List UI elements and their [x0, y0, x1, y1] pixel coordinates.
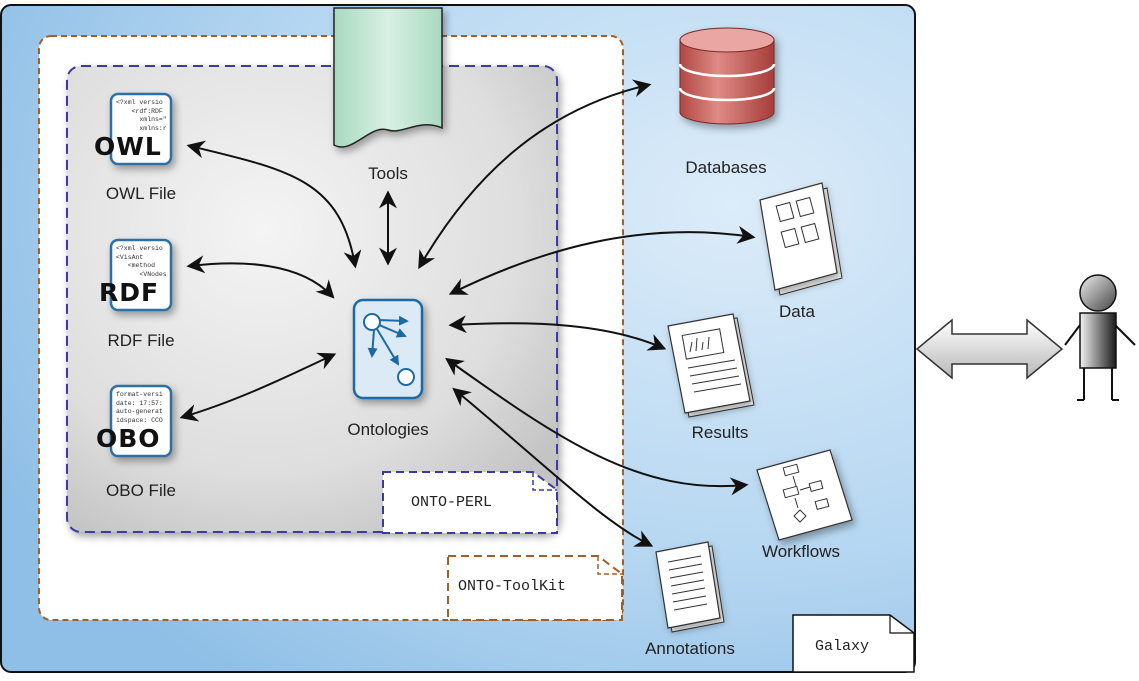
tools-label: Tools [368, 164, 408, 183]
toolkit-label-box [447, 555, 623, 621]
rdf-file-icon [109, 238, 173, 312]
annotations-icon [655, 541, 725, 633]
ontologies-icon [352, 298, 424, 400]
obo-badge: OBO [96, 424, 161, 453]
databases-label: Databases [685, 158, 767, 177]
user-double-arrow [915, 318, 1064, 380]
obo-file-code: format-versi date: 17:57: auto-generat i… [116, 391, 163, 424]
arrow-results-ontologies [448, 315, 667, 351]
owl-file-label: OWL File [105, 184, 177, 203]
arrow-rdf-ontologies [186, 255, 335, 299]
workflows-label: Workflows [761, 542, 841, 561]
toolkit-label-fold [597, 556, 622, 575]
ontologies-label: Ontologies [347, 420, 429, 439]
rdf-badge: RDF [99, 278, 160, 307]
workflows-icon [756, 449, 853, 541]
toolkit-label: ONTO-ToolKit [458, 578, 567, 595]
annotations-label: Annotations [645, 639, 735, 658]
data-label: Data [779, 302, 815, 321]
obo-file-icon [109, 384, 173, 458]
rdf-file-label: RDF File [107, 331, 175, 350]
data-icon [759, 182, 843, 296]
obo-file-label: OBO File [106, 481, 176, 500]
results-label: Results [691, 423, 749, 442]
arrow-annotations-ontologies [452, 387, 654, 547]
arrow-obo-ontologies [179, 352, 337, 422]
rdf-file-code: <?xml versio <VisAnt <method <VNodes [116, 245, 167, 278]
arrow-owl-ontologies [186, 140, 362, 269]
owl-file-icon [109, 92, 173, 166]
owl-file-code: <?xml versio <rdf:RDF xmlns=" xmlns:r [116, 99, 167, 132]
arrow-databases-ontologies [418, 79, 652, 270]
perl-label: ONTO-PERL [411, 494, 493, 511]
databases-icon [678, 27, 776, 125]
galaxy-label: Galaxy [815, 638, 870, 655]
owl-badge: OWL [94, 132, 162, 161]
galaxy-label-box [792, 614, 915, 673]
galaxy-label-fold [889, 615, 914, 634]
user-figure [1064, 274, 1136, 401]
arrow-data-ontologies [448, 225, 756, 295]
